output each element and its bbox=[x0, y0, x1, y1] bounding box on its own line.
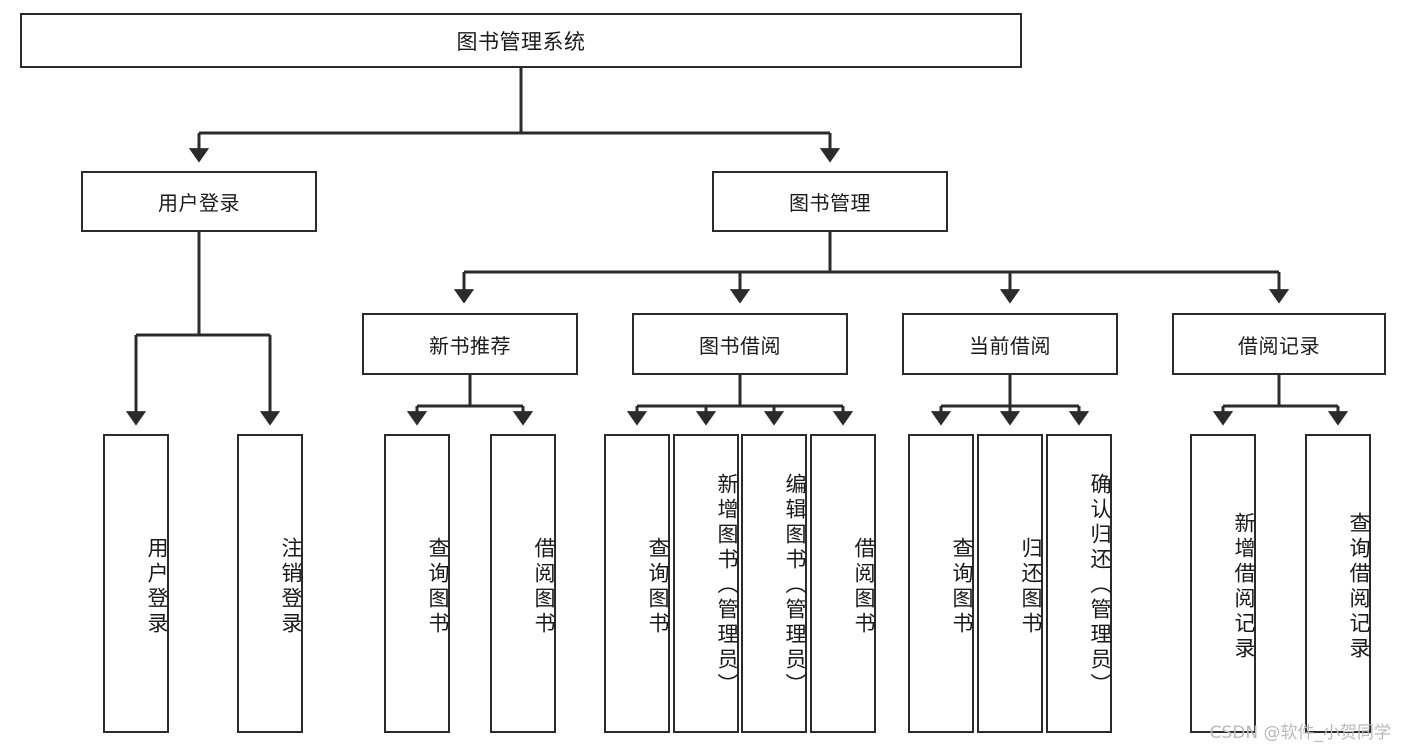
node-label: 用户登录 bbox=[158, 191, 240, 215]
node-label: 新书推荐 bbox=[429, 333, 511, 358]
leaf-add-borrow-record[interactable]: 新增借阅记录 bbox=[1190, 434, 1256, 733]
node-label: 编辑图书（管理员） bbox=[783, 473, 807, 698]
leaf-confirm-return-admin[interactable]: 确认归还（管理员） bbox=[1046, 434, 1112, 733]
node-label: 归还图书 bbox=[1019, 536, 1043, 637]
node-label: 新增借阅记录 bbox=[1232, 511, 1256, 662]
node-label: 查询借阅记录 bbox=[1347, 511, 1371, 662]
leaf-query-borrow-record[interactable]: 查询借阅记录 bbox=[1305, 434, 1371, 733]
leaf-borrow-book[interactable]: 借阅图书 bbox=[810, 434, 876, 733]
node-label: 借阅图书 bbox=[852, 536, 876, 637]
node-label: 图书管理系统 bbox=[456, 29, 586, 54]
node-label: 注销登录 bbox=[279, 536, 303, 637]
node-new-book-recommend[interactable]: 新书推荐 bbox=[362, 313, 578, 375]
leaf-edit-book-admin[interactable]: 编辑图书（管理员） bbox=[741, 434, 807, 733]
leaf-return-book[interactable]: 归还图书 bbox=[977, 434, 1043, 733]
node-label: 查询图书 bbox=[646, 536, 670, 637]
leaf-borrow-book-recommend[interactable]: 借阅图书 bbox=[490, 434, 556, 733]
node-book-borrow[interactable]: 图书借阅 bbox=[632, 313, 848, 375]
node-label: 查询图书 bbox=[426, 536, 450, 637]
leaf-query-book-current[interactable]: 查询图书 bbox=[908, 434, 974, 733]
node-label: 图书借阅 bbox=[699, 333, 781, 358]
node-book-management[interactable]: 图书管理 bbox=[712, 171, 948, 232]
node-user-login[interactable]: 用户登录 bbox=[81, 171, 317, 232]
leaf-add-book-admin[interactable]: 新增图书（管理员） bbox=[673, 434, 739, 733]
leaf-query-book-borrow[interactable]: 查询图书 bbox=[604, 434, 670, 733]
node-label: 新增图书（管理员） bbox=[715, 473, 739, 698]
node-label: 用户登录 bbox=[145, 536, 169, 637]
node-borrow-record[interactable]: 借阅记录 bbox=[1172, 313, 1386, 375]
leaf-logout[interactable]: 注销登录 bbox=[237, 434, 303, 733]
node-label: 当前借阅 bbox=[969, 333, 1051, 358]
node-root-book-management-system[interactable]: 图书管理系统 bbox=[20, 13, 1022, 68]
leaf-user-login[interactable]: 用户登录 bbox=[103, 434, 169, 733]
node-label: 借阅图书 bbox=[532, 536, 556, 637]
node-label: 查询图书 bbox=[950, 536, 974, 637]
node-label: 确认归还（管理员） bbox=[1088, 473, 1112, 698]
node-current-borrow[interactable]: 当前借阅 bbox=[902, 313, 1118, 375]
node-label: 借阅记录 bbox=[1238, 333, 1320, 358]
node-label: 图书管理 bbox=[789, 191, 871, 215]
leaf-query-book-recommend[interactable]: 查询图书 bbox=[384, 434, 450, 733]
